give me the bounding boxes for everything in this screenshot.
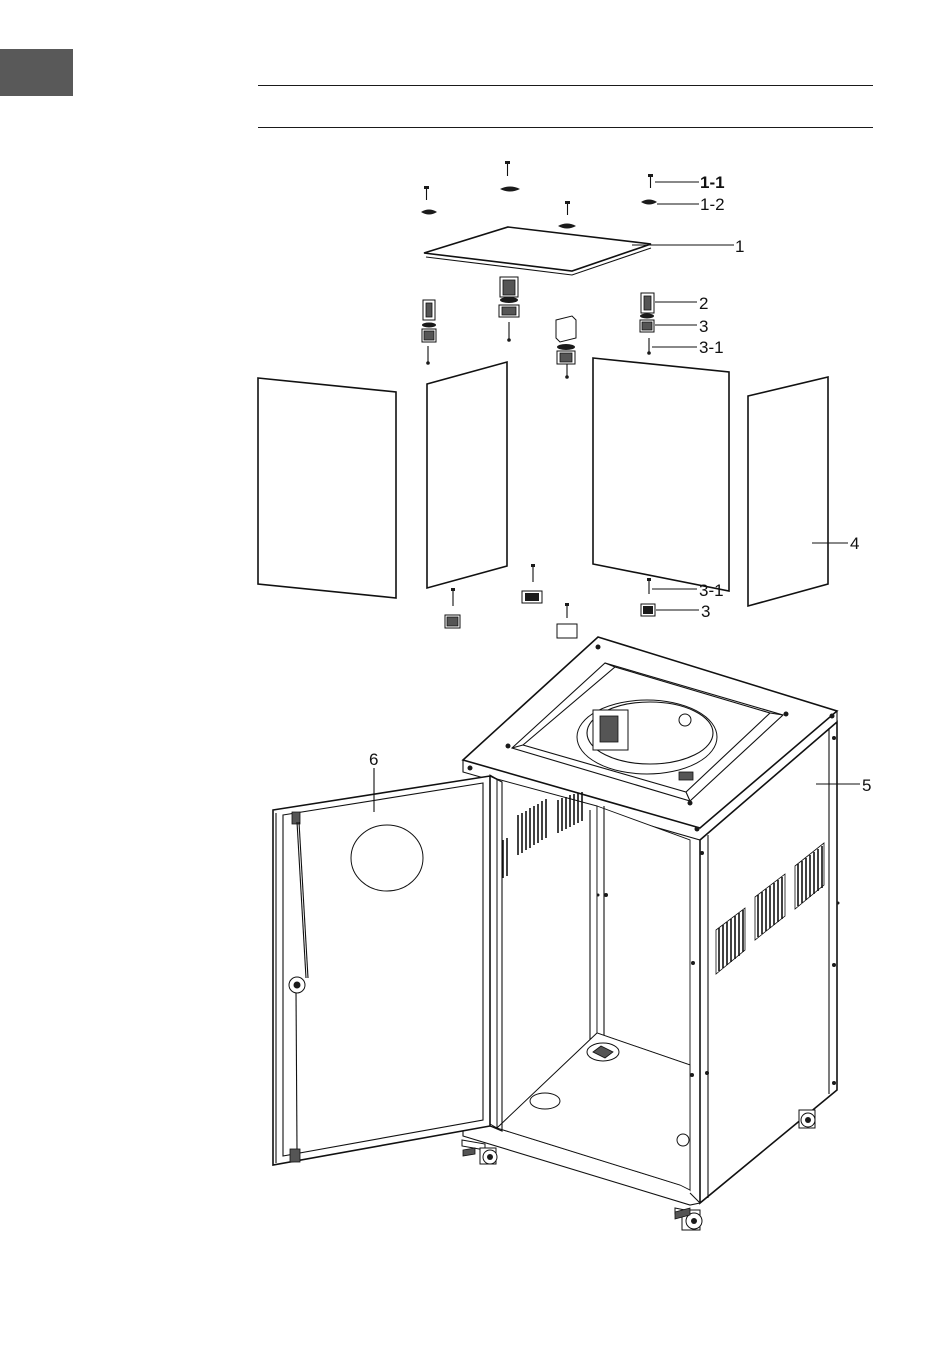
screw-4 — [648, 174, 653, 188]
door — [273, 776, 502, 1165]
side-panel-center-right — [593, 358, 729, 591]
caster-back-left — [677, 1134, 689, 1146]
door-window — [351, 825, 423, 891]
washer-1 — [500, 187, 520, 192]
screw-1 — [505, 161, 510, 176]
bracket-set-center-left — [499, 277, 519, 342]
side-panel-left — [258, 378, 396, 598]
side-panel-center-left — [427, 362, 507, 588]
lower-bracket-left — [445, 588, 460, 628]
callout-1-2: 1-2 — [700, 195, 725, 214]
callout-3-1-bottom: 3-1 — [699, 581, 724, 600]
callout-1: 1 — [735, 237, 744, 256]
lower-bracket-center-left — [522, 564, 542, 603]
washer-4 — [641, 200, 657, 205]
washer-3 — [558, 224, 576, 229]
top-plate — [424, 227, 651, 271]
bracket-set-left — [422, 300, 436, 365]
screw-3 — [565, 201, 570, 215]
screw-2 — [424, 186, 429, 200]
caster-front-left — [462, 1140, 497, 1164]
lower-bracket-center — [557, 603, 577, 638]
top-washers — [421, 187, 657, 229]
floor-hole-left — [530, 1093, 560, 1109]
callout-6: 6 — [369, 750, 378, 769]
callout-1-1: 1-1 — [700, 173, 725, 192]
side-panel-right — [748, 377, 828, 606]
bracket-set-center — [556, 316, 576, 379]
callout-3-bottom: 3 — [701, 602, 710, 621]
callout-5: 5 — [862, 776, 871, 795]
bracket-set-right — [640, 293, 654, 355]
caster-back-right — [799, 1110, 815, 1128]
caster-front-right — [675, 1208, 702, 1230]
washer-2 — [421, 210, 437, 215]
top-screws — [424, 161, 653, 215]
lower-bracket-right — [641, 578, 655, 616]
callout-4: 4 — [850, 534, 859, 553]
housing-cabinet — [462, 637, 840, 1230]
callout-3-1-top: 3-1 — [699, 338, 724, 357]
callout-2: 2 — [699, 294, 708, 313]
callout-3-top: 3 — [699, 317, 708, 336]
